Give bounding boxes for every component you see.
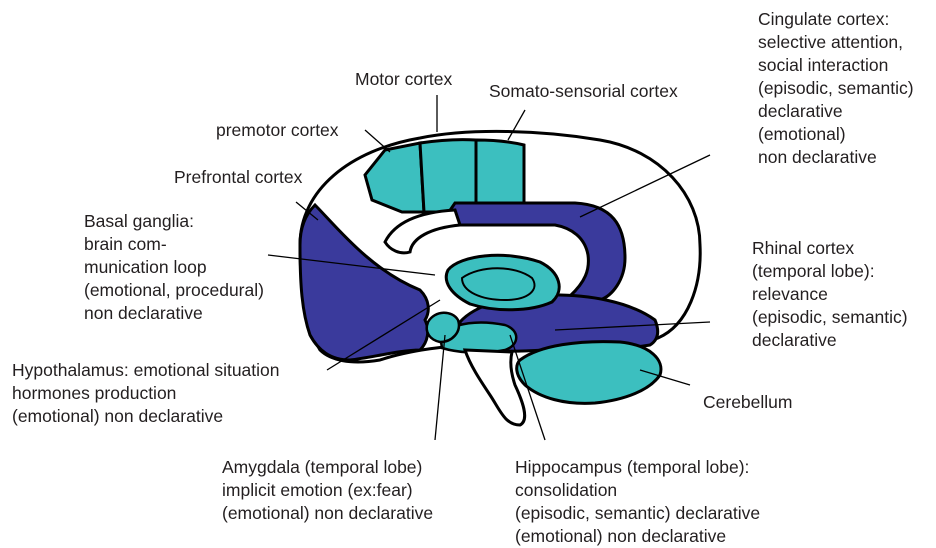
cingulate-cortex-label: Cingulate cortex: selective attention, s…	[758, 8, 914, 169]
rhinal-cortex-label: Rhinal cortex (temporal lobe): relevance…	[752, 237, 908, 352]
motor-region	[420, 140, 476, 212]
prefrontal-cortex-label: Prefrontal cortex	[174, 166, 302, 189]
hypothalamus-label: Hypothalamus: emotional situation hormon…	[12, 359, 280, 428]
motor-cortex-label: Motor cortex	[355, 68, 452, 91]
premotor-cortex-label: premotor cortex	[216, 119, 339, 142]
cerebellum-region	[517, 342, 661, 404]
cerebellum-label: Cerebellum	[703, 391, 792, 414]
somato-sensorial-cortex-label: Somato-sensorial cortex	[489, 80, 678, 103]
basal-ganglia-label: Basal ganglia: brain com- munication loo…	[84, 210, 264, 325]
amygdala-region	[427, 313, 459, 342]
amygdala-label: Amygdala (temporal lobe) implicit emotio…	[222, 456, 433, 525]
hippocampus-label: Hippocampus (temporal lobe): consolidati…	[515, 456, 760, 548]
brainstem	[465, 350, 525, 425]
somatosensory-region	[476, 140, 524, 212]
